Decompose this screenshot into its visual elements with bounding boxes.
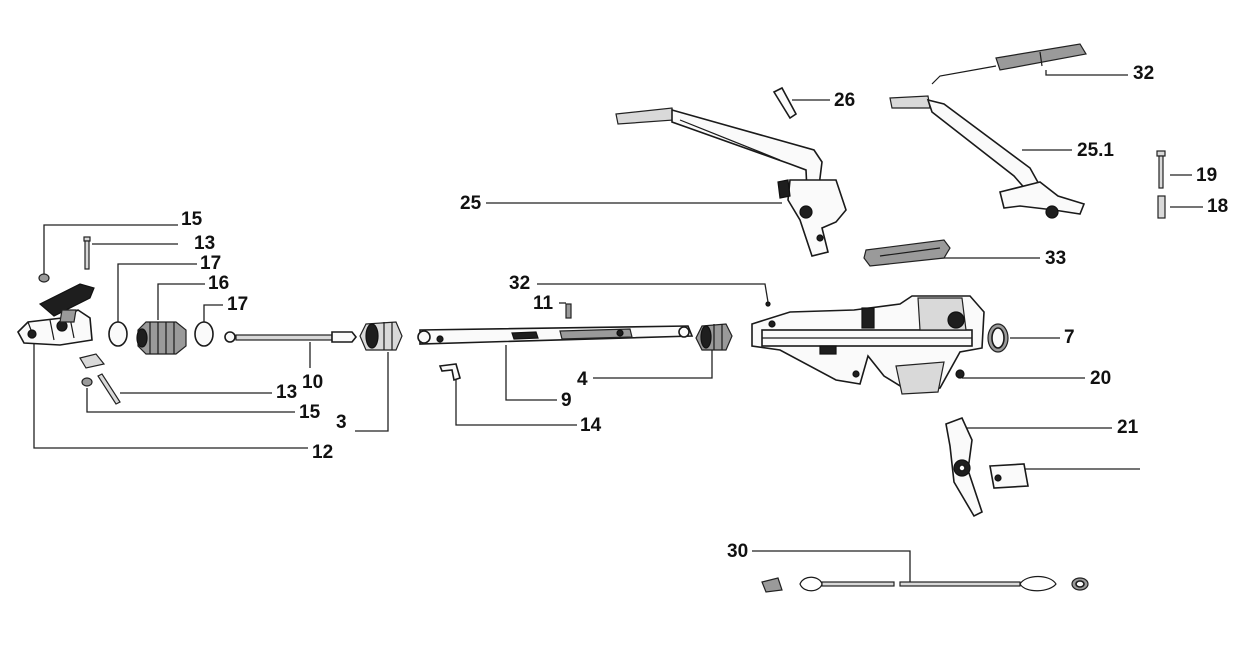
label-18: 18	[1207, 196, 1228, 217]
part-15-nut-top	[38, 273, 50, 283]
label-33: 33	[1045, 248, 1066, 269]
label-20: 20	[1090, 368, 1111, 389]
label-25-1: 25.1	[1077, 140, 1114, 161]
label-11: 11	[533, 293, 554, 314]
label-4: 4	[577, 369, 588, 390]
leader-4	[593, 350, 713, 379]
part-7-ring	[987, 323, 1009, 353]
leader-16	[157, 283, 205, 320]
part-11-pin	[565, 303, 572, 319]
leader-32-mid	[537, 283, 769, 303]
leader-3	[355, 352, 389, 432]
label-12: 12	[312, 442, 333, 463]
part-32-gas-spring-top	[931, 43, 1087, 85]
label-15-top: 15	[181, 209, 203, 230]
leader-14	[455, 375, 577, 426]
label-15-bottom: 15	[299, 402, 321, 423]
leader-12	[33, 340, 308, 449]
label-10: 10	[302, 372, 323, 393]
part-30-cable	[761, 575, 1089, 593]
part-21-bracket	[989, 463, 1029, 489]
part-15-nut-bottom	[81, 377, 93, 387]
part-main-housing	[751, 295, 985, 395]
part-13-bolt-top	[83, 236, 91, 270]
part-32-marker-mid	[765, 301, 771, 307]
label-32-mid: 32	[509, 273, 530, 294]
part-labels: 15 13 17 16 17 10 13 15 12 3 11 9 14 4 3…	[181, 63, 1228, 562]
label-7: 7	[1064, 327, 1075, 348]
part-17-ring-right	[194, 321, 214, 347]
part-26-bolt	[772, 86, 798, 120]
label-25: 25	[460, 193, 482, 214]
leader-15-top	[43, 224, 178, 275]
label-16: 16	[208, 273, 229, 294]
label-21: 21	[1117, 417, 1139, 438]
label-13-top: 13	[194, 233, 215, 254]
leader-9	[505, 345, 557, 401]
part-4-bushing	[695, 323, 733, 351]
label-3: 3	[336, 412, 347, 433]
leader-17-right	[203, 304, 223, 322]
label-19: 19	[1196, 165, 1217, 186]
label-17-right: 17	[227, 294, 248, 315]
part-21-brake-lever	[945, 416, 983, 518]
part-17-ring-left	[108, 321, 128, 347]
label-13-bottom: 13	[276, 382, 297, 403]
label-14: 14	[580, 415, 602, 436]
label-32-top: 32	[1133, 63, 1154, 84]
part-25-1-lever	[889, 95, 1086, 219]
part-10-push-rod	[224, 331, 358, 343]
part-19-bolt	[1156, 150, 1166, 189]
part-plate-small	[79, 353, 106, 369]
label-9: 9	[561, 390, 572, 411]
part-25-handbrake-lever	[615, 107, 847, 257]
part-13-bolt-bottom	[97, 373, 121, 405]
leader-15-bottom	[86, 388, 295, 413]
leader-lines	[33, 70, 1203, 582]
label-17-left: 17	[200, 253, 221, 274]
part-12-coupling-head	[17, 283, 95, 346]
part-9-draw-tube	[417, 325, 694, 345]
part-33-grip	[863, 239, 951, 267]
label-26: 26	[834, 90, 855, 111]
part-14-bracket	[438, 363, 461, 382]
part-3-bushing	[359, 321, 403, 351]
leader-17-left	[117, 263, 197, 325]
leader-32-top	[1045, 70, 1128, 76]
part-16-bellows	[136, 321, 187, 355]
part-20-nut	[955, 369, 965, 379]
part-18-sleeve	[1157, 195, 1166, 219]
label-30: 30	[727, 541, 748, 562]
leader-30	[752, 550, 911, 582]
